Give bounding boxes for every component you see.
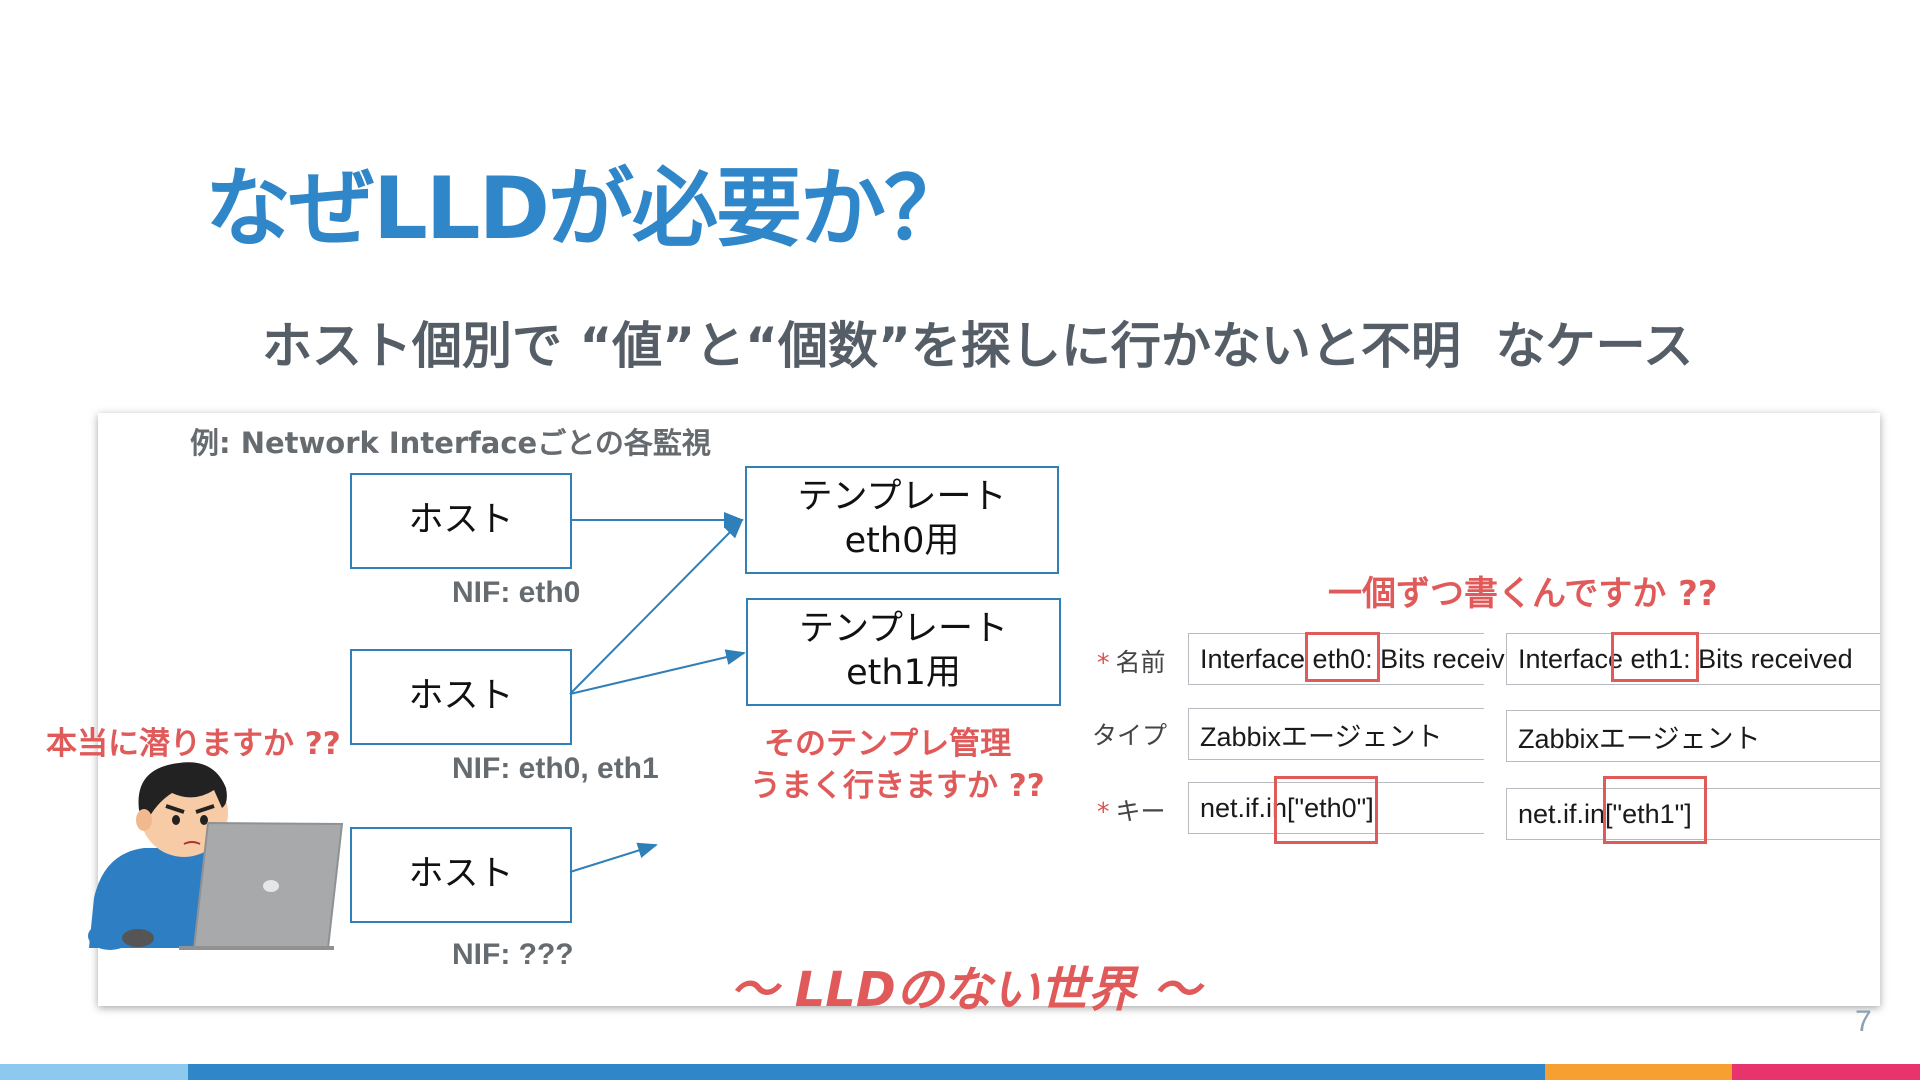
template-target: eth1用 xyxy=(846,653,961,693)
template-box-eth0: テンプレート eth0用 xyxy=(745,466,1059,574)
item-key-field-eth0[interactable]: net.if.in["eth0"] xyxy=(1188,782,1484,834)
template-title: テンプレート xyxy=(799,609,1008,650)
host-box-3: ホスト xyxy=(350,827,572,923)
template-target: eth0用 xyxy=(844,521,960,561)
form-label-name: *名前 xyxy=(1097,643,1166,679)
form-label-key: *キー xyxy=(1097,792,1166,828)
example-label: 例: Network Interfaceごとの各監視 xyxy=(190,426,711,460)
footer-bar-orange xyxy=(1545,1064,1732,1080)
footer-bar-blue xyxy=(188,1064,1545,1080)
arrow-host3-unknown xyxy=(569,842,658,873)
host-nif-2: NIF: eth0, eth1 xyxy=(452,752,659,785)
required-mark: * xyxy=(1097,648,1110,677)
template-title: テンプレート xyxy=(797,477,1007,518)
arrow-host2-eth0 xyxy=(569,518,744,695)
person-at-laptop-icon xyxy=(88,762,344,950)
host-label: ホスト xyxy=(408,500,514,541)
comment-template-mgmt-1: そのテンプレ管理 xyxy=(764,726,1012,762)
arrow-host2-eth1 xyxy=(569,649,746,695)
template-box-eth1: テンプレート eth1用 xyxy=(746,598,1061,706)
item-type-field-eth1[interactable]: Zabbixエージェント xyxy=(1506,710,1880,762)
key-label: キー xyxy=(1115,797,1166,826)
highlight-eth0-name xyxy=(1305,632,1380,682)
item-key-field-eth1[interactable]: net.if.in["eth1"] xyxy=(1506,788,1880,840)
footer-bar-pink xyxy=(1732,1064,1920,1080)
item-type-field-eth0[interactable]: Zabbixエージェント xyxy=(1188,708,1484,760)
host-label: ホスト xyxy=(408,676,514,717)
host-box-1: ホスト xyxy=(350,473,572,569)
item-name-field-eth1[interactable]: Interface eth1: Bits received xyxy=(1506,633,1880,685)
type-label: タイプ xyxy=(1092,721,1168,750)
slide-subtitle: ホスト個別で “値”と“個数”を探しに行かないと不明 なケース xyxy=(262,317,1694,375)
highlight-eth1-name xyxy=(1611,632,1699,682)
highlight-eth1-key xyxy=(1603,776,1707,844)
host-box-2: ホスト xyxy=(350,649,572,745)
comment-write-each: 一個ずつ書くんですか ?? xyxy=(1328,574,1718,614)
host-nif-3: NIF: ??? xyxy=(452,938,574,971)
highlight-eth0-key xyxy=(1274,776,1378,844)
form-label-type: タイプ xyxy=(1092,716,1167,752)
page-number: 7 xyxy=(1855,1005,1872,1038)
host-label: ホスト xyxy=(408,854,514,895)
footer-bar-light-blue xyxy=(0,1064,188,1080)
comment-template-mgmt-2: うまく行きますか ?? xyxy=(750,768,1045,804)
comment-no-lld-world: ～ LLDのない世界 ～ xyxy=(730,962,1201,1018)
comment-dive: 本当に潜りますか ?? xyxy=(46,726,341,762)
host-nif-1: NIF: eth0 xyxy=(452,576,581,609)
item-name-field-eth0[interactable]: Interface eth0: Bits receiv xyxy=(1188,633,1505,685)
slide-title: なぜLLDが必要か？ xyxy=(205,159,970,259)
required-mark: * xyxy=(1097,797,1110,826)
name-label: 名前 xyxy=(1115,648,1166,677)
